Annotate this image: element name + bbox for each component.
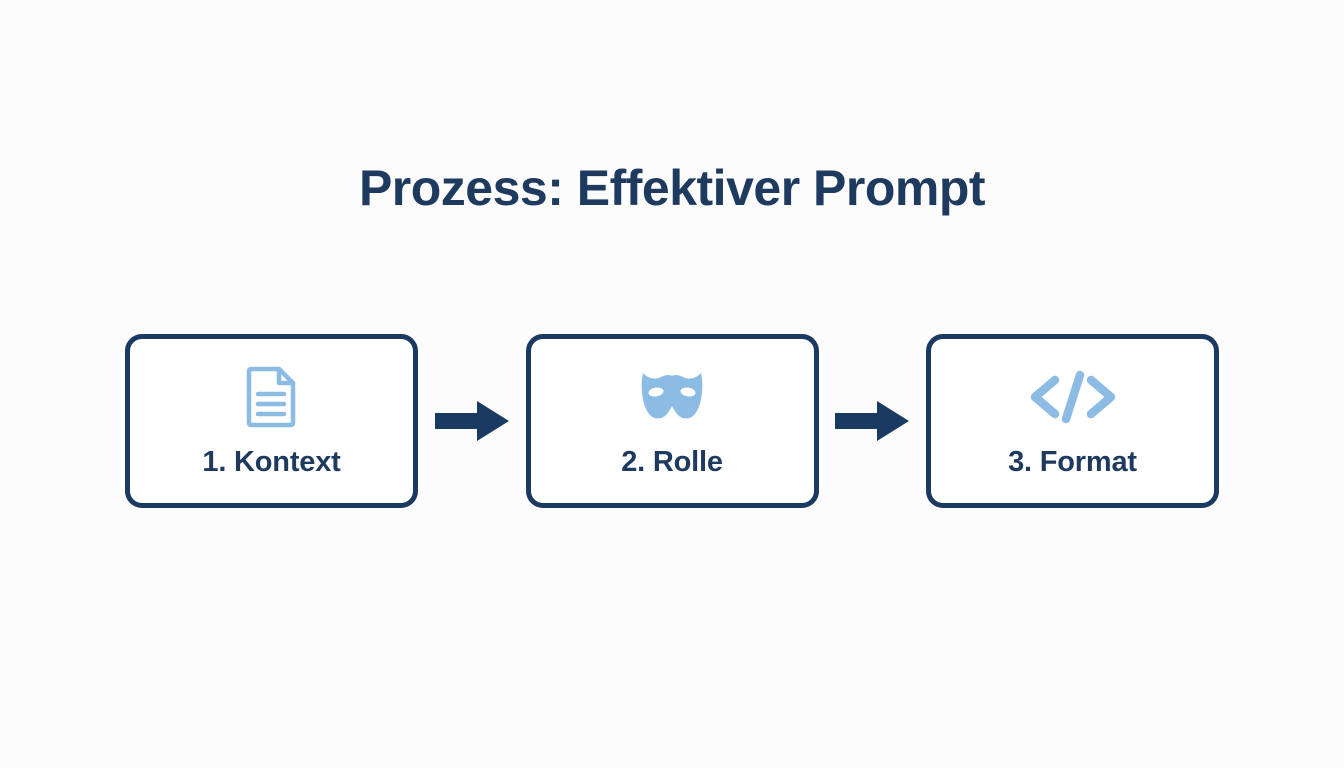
step-label-kontext: 1. Kontext [202, 446, 341, 478]
theater-masks-icon [639, 366, 705, 428]
document-icon [246, 366, 298, 428]
step-card-kontext[interactable]: 1. Kontext [125, 334, 418, 508]
arrow-right-icon [434, 401, 509, 441]
step-label-format: 3. Format [1008, 446, 1137, 478]
process-flow: 1. Kontext 2. Rolle [125, 334, 1219, 508]
page-title: Prozess: Effektiver Prompt [358, 160, 986, 216]
arrow-right-icon [835, 401, 910, 441]
step-label-rolle: 2. Rolle [621, 446, 723, 478]
code-brackets-icon [1027, 366, 1119, 428]
step-card-format[interactable]: 3. Format [926, 334, 1219, 508]
step-card-rolle[interactable]: 2. Rolle [525, 334, 819, 508]
